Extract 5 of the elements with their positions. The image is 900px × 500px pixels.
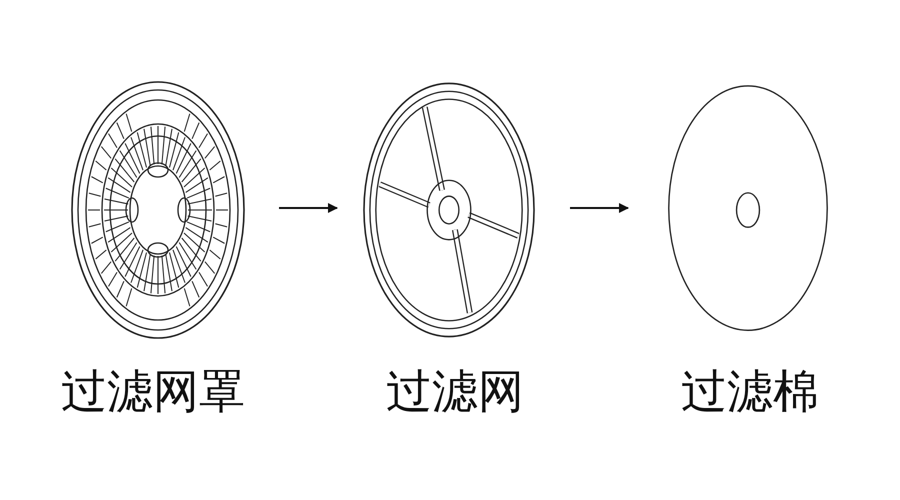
arrow [279, 203, 338, 213]
arrow [570, 203, 629, 213]
part-label: 过滤棉 [680, 363, 820, 419]
part-label: 过滤网罩 [60, 363, 246, 419]
part-label: 过滤网 [385, 363, 525, 419]
